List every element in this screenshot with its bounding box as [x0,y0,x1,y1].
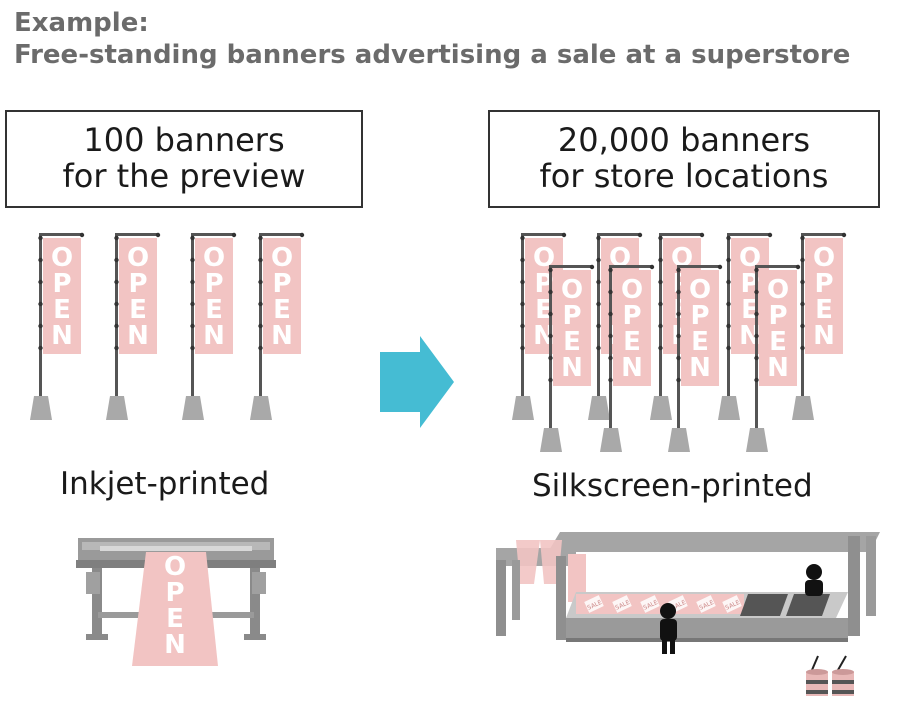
flag-letter: P [814,269,833,299]
flag-letter: O [51,243,73,273]
flag-letter: O [127,243,149,273]
flag-letter: O [813,243,835,273]
flag-letter: O [767,275,789,305]
flag-letter: N [164,630,186,660]
flag-letter: P [690,301,709,331]
flag-letter: N [689,353,711,383]
flag-letter: E [691,327,709,357]
flag-letter: N [813,321,835,351]
inkjet-caption: Inkjet-printed [60,466,270,502]
flag-letter: O [164,552,186,582]
flag-letter: N [767,353,789,383]
flag-letter: P [52,269,71,299]
flag-letter: O [689,275,711,305]
right-arrow-icon [380,336,454,428]
flag-letter: N [127,321,149,351]
flag-letter: P [768,301,787,331]
flag-letter: N [51,321,73,351]
flag-letter: O [271,243,293,273]
ink-bucket-icon [806,655,854,696]
flag-letter: E [623,327,641,357]
worker-icon [805,564,823,596]
preview-quantity-line1: 100 banners [83,121,285,159]
flag-letter: E [129,295,147,325]
flag-letter: N [621,353,643,383]
flag-letter: N [271,321,293,351]
store-quantity-line2: for store locations [539,157,829,195]
flag-letter: P [622,301,641,331]
flag-letter: E [769,327,787,357]
flag-letter: E [205,295,223,325]
flag-letter: O [621,275,643,305]
example-label: Example: [14,8,149,38]
flag-letter: P [204,269,223,299]
flag-letter: E [815,295,833,325]
flag-letter: O [203,243,225,273]
flag-letter: P [272,269,291,299]
flag-letter: N [561,353,583,383]
flag-letter: O [561,275,583,305]
flag-letter: E [273,295,291,325]
flag-letter: P [165,578,184,608]
flag-letter: N [203,321,225,351]
silkscreen-caption: Silkscreen-printed [532,468,813,504]
preview-quantity-line2: for the preview [62,157,306,195]
flag-letter: E [741,295,759,325]
flag-letter: P [128,269,147,299]
flag-letter: E [53,295,71,325]
flag-letter: E [166,604,184,634]
store-banners-group: OPENOPENOPENOPENOPENOPENOPENOPENOPEN [512,232,847,452]
store-quantity-line1: 20,000 banners [557,121,811,159]
flag-letter: E [563,327,581,357]
page-subtitle: Free-standing banners advertising a sale… [14,40,851,70]
flag-letter: E [535,295,553,325]
store-quantity-box: 20,000 banners for store locations [488,110,880,208]
flag-letter: P [562,301,581,331]
worker-icon [660,603,677,654]
preview-quantity-box: 100 banners for the preview [5,110,363,208]
